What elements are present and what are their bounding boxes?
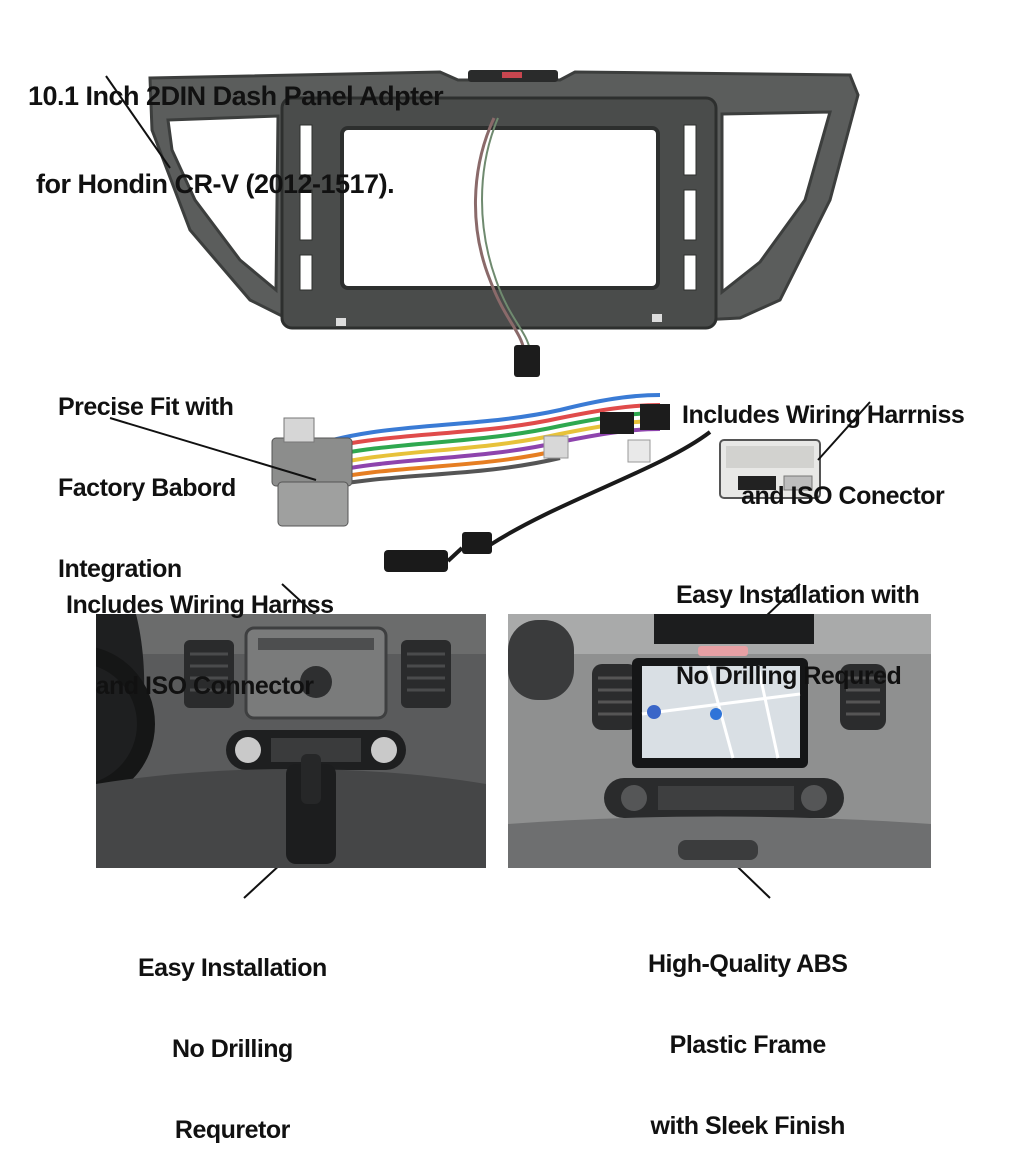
feature-harness-left: Includes Wiring Harrıss and ISO Connecto… — [66, 538, 334, 727]
callout-harness-right — [817, 401, 871, 461]
feature-line: No Drilling Requred — [676, 662, 902, 690]
feature-line: Includes Wiring Harrıss — [66, 591, 334, 619]
feature-easy-left: Easy Installation No Drilling Requretor — [138, 901, 327, 1171]
feature-easy-right: Easy Installation with No Drilling Requr… — [676, 528, 920, 717]
title-line-1: 10.1 Inch 2DIN Dash Panel Adpter — [28, 81, 444, 112]
title-line-2: for Hondin CR-V (2012-1517). — [36, 168, 395, 199]
frame-wire — [474, 117, 540, 377]
product-title: 10.1 Inch 2DIN Dash Panel Adpter for Hon… — [28, 24, 444, 228]
feature-harness-right: Includes Wiring Harrniss and ISO Conecto… — [682, 348, 965, 537]
feature-line: Easy Installation with — [676, 581, 920, 609]
feature-line: Requretor — [174, 1116, 290, 1144]
feature-line: Includes Wiring Harrniss — [682, 401, 965, 429]
callout-title — [105, 75, 171, 169]
stock-dashboard-photo — [96, 614, 486, 868]
feature-line: Integration — [58, 555, 182, 583]
callout-precise-fit — [109, 417, 317, 481]
product-illustration — [105, 70, 871, 899]
feature-abs-frame: High-Quality ABS Plastic Frame with Slee… — [648, 897, 848, 1167]
feature-line: Plastic Frame — [669, 1031, 827, 1059]
installed-dashboard-photo — [508, 614, 931, 868]
feature-line: and ISO Connector — [95, 672, 314, 700]
feature-line: Factory Babord — [58, 474, 236, 502]
iso-adapter-box — [719, 439, 821, 499]
feature-line: High-Quality ABS — [648, 950, 848, 978]
feature-line: with Sleek Finish — [650, 1112, 846, 1140]
feature-precise-fit: Precise Fit with Factory Babord Integrat… — [58, 340, 236, 610]
feature-line: Easy Installation — [138, 954, 327, 982]
feature-line: and ISO Conector — [741, 482, 945, 510]
wiring-harness — [271, 393, 712, 572]
feature-line: No Drilling — [171, 1035, 293, 1063]
dash-panel-frame — [148, 70, 860, 330]
feature-line: Precise Fit with — [58, 393, 234, 421]
